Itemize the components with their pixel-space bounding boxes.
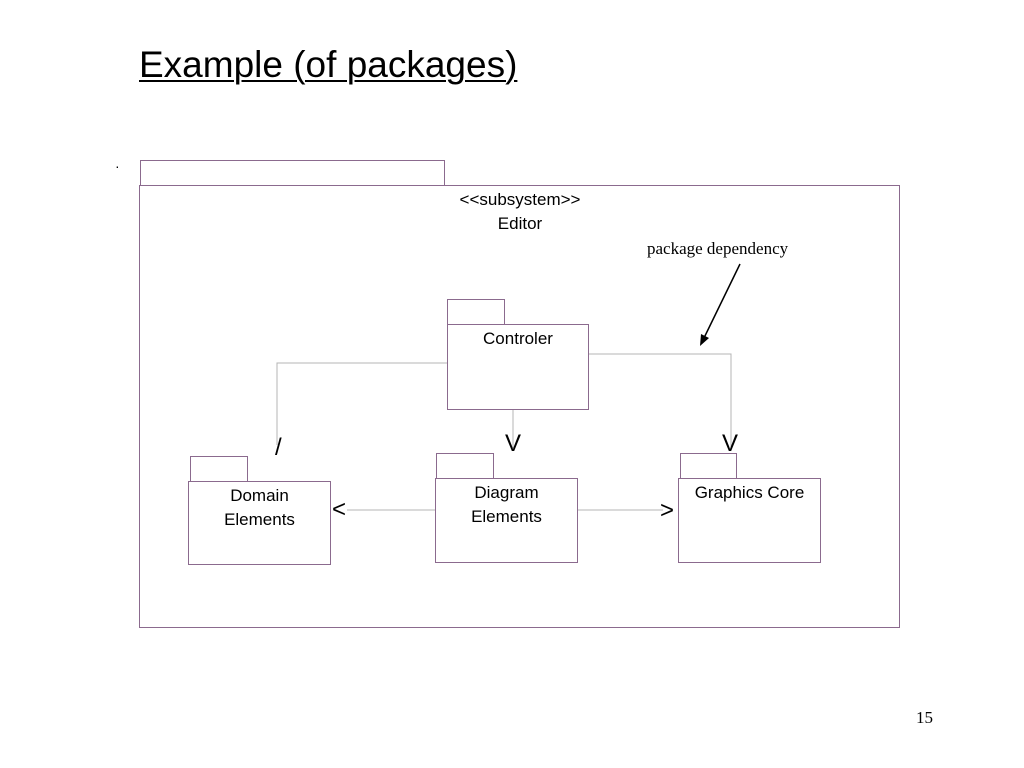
domain-package-body <box>188 481 331 565</box>
graphics-arrow-glyph: V <box>722 430 739 457</box>
domain-label-line1: Domain <box>230 486 289 505</box>
diagram-package-tab <box>436 453 494 479</box>
diagram-label-line2: Elements <box>471 507 542 526</box>
graphics-label: Graphics Core <box>694 483 805 502</box>
slide-marker: · <box>115 158 120 174</box>
domain-package-tab <box>190 456 248 482</box>
page-number: 15 <box>916 708 933 727</box>
slide-title: Example (of packages) <box>139 44 518 85</box>
subsystem-name: Editor <box>497 214 543 233</box>
graphics-side-arrow-glyph: > <box>660 497 675 524</box>
diagram-label-line1: Diagram <box>474 483 539 502</box>
controler-label: Controler <box>483 329 553 348</box>
domain-label-line2: Elements <box>224 510 295 529</box>
domain-side-arrow-glyph: < <box>332 496 347 523</box>
editor-package-tab <box>140 160 445 186</box>
diagram-arrow-glyph: V <box>505 430 522 457</box>
package-dependency-annotation: package dependency <box>647 239 789 258</box>
graphics-package-tab <box>680 453 737 479</box>
controler-package-tab <box>447 299 505 325</box>
graphics-package-body <box>678 478 821 563</box>
diagram-package-body <box>435 478 578 563</box>
subsystem-stereotype: <<subsystem>> <box>459 190 581 209</box>
domain-arrow-glyph: / <box>275 434 282 461</box>
controler-package-body <box>447 324 589 410</box>
